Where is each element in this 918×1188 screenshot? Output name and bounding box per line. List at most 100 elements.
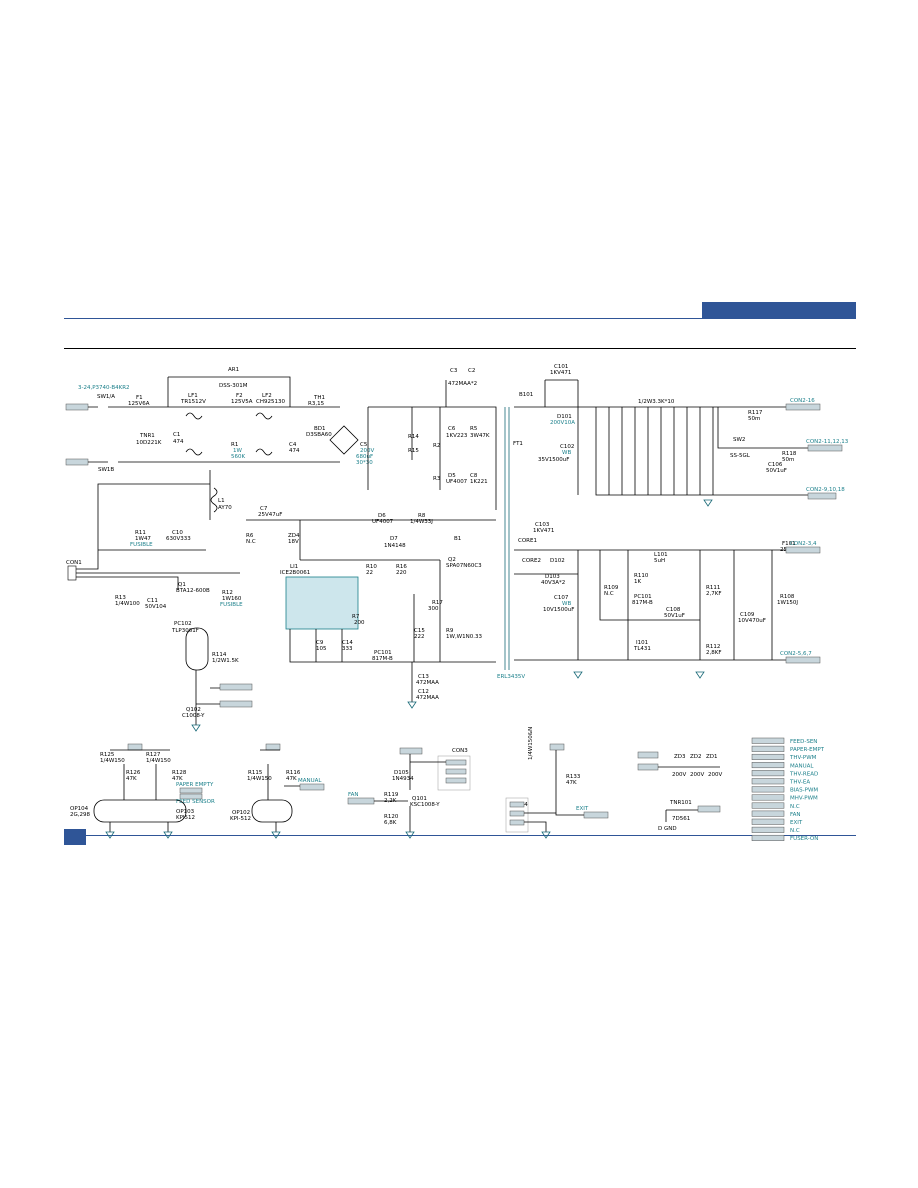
svg-text:R3,15: R3,15 — [308, 401, 325, 407]
pc102-optocoupler — [185, 627, 209, 671]
legend-tag — [751, 818, 785, 825]
svg-text:1KV471: 1KV471 — [550, 370, 571, 376]
svg-text:7D561: 7D561 — [672, 816, 690, 822]
legend-tag — [751, 770, 785, 777]
svg-text:SW2: SW2 — [733, 437, 745, 443]
svg-text:472MAA: 472MAA — [416, 680, 439, 686]
svg-text:LF2: LF2 — [262, 393, 272, 399]
svg-text:FEED SENSOR: FEED SENSOR — [176, 799, 215, 805]
svg-text:C102: C102 — [560, 444, 574, 450]
legend-tag — [751, 802, 785, 809]
header-tab — [702, 302, 856, 318]
svg-text:474: 474 — [289, 448, 300, 454]
svg-text:C12: C12 — [418, 689, 429, 695]
svg-text:CON2-5,6,7: CON2-5,6,7 — [780, 651, 812, 657]
svg-text:C108: C108 — [666, 607, 681, 613]
svg-text:R10: R10 — [366, 564, 377, 570]
svg-text:TL431: TL431 — [633, 646, 651, 652]
svg-text:R128: R128 — [172, 770, 187, 776]
svg-text:D3SBA60: D3SBA60 — [306, 432, 332, 438]
svg-text:D5: D5 — [448, 473, 456, 479]
tag-fuser-on — [219, 700, 253, 708]
svg-text:C11: C11 — [147, 598, 158, 604]
svg-text:R15: R15 — [408, 448, 419, 454]
svg-text:R7: R7 — [352, 614, 360, 620]
svg-text:105: 105 — [316, 646, 327, 652]
svg-text:R11: R11 — [135, 530, 146, 536]
svg-text:10V1500uF: 10V1500uF — [543, 607, 574, 613]
legend-tag — [751, 794, 785, 801]
tag-gnd2 — [785, 656, 821, 664]
svg-text:125V6A: 125V6A — [128, 401, 150, 407]
header-rule — [64, 318, 856, 319]
svg-text:Q101: Q101 — [412, 796, 427, 802]
svg-text:CON2-3,4: CON2-3,4 — [790, 541, 817, 547]
svg-text:1/4W150: 1/4W150 — [100, 758, 125, 764]
legend-tag — [751, 753, 785, 760]
svg-text:CORE1: CORE1 — [518, 538, 537, 544]
svg-text:CON3: CON3 — [452, 748, 468, 754]
svg-text:D6: D6 — [378, 513, 386, 519]
svg-text:LF1: LF1 — [188, 393, 198, 399]
legend-tag — [751, 762, 785, 769]
inlet-l-tag — [65, 403, 89, 411]
svg-text:MANUAL: MANUAL — [298, 778, 322, 784]
svg-text:R126: R126 — [126, 770, 141, 776]
svg-text:AR1: AR1 — [228, 367, 239, 373]
svg-text:R109: R109 — [604, 585, 619, 591]
svg-text:R110: R110 — [634, 573, 649, 579]
svg-text:R5: R5 — [470, 426, 478, 432]
legend-tag — [751, 737, 785, 744]
svg-text:OP103: OP103 — [176, 809, 195, 815]
svg-text:TNR101: TNR101 — [669, 800, 692, 806]
control-section: L1 AY70 R11 1W47 FUSIBLE C10 630V333 CON… — [66, 470, 253, 732]
svg-text:KPI512: KPI512 — [176, 815, 195, 821]
svg-text:TH1: TH1 — [313, 395, 325, 401]
svg-text:PC101: PC101 — [634, 594, 652, 600]
svg-text:C106: C106 — [768, 462, 783, 468]
svg-text:1K221: 1K221 — [470, 479, 488, 485]
legend-label: MANUAL — [790, 763, 814, 769]
svg-text:5uH: 5uH — [654, 558, 665, 564]
secondary-5v: C103 1KV471 CORE1 CORE2 D102 D103 40V3A*… — [514, 522, 821, 679]
svg-text:SW1/A: SW1/A — [97, 394, 115, 400]
svg-text:TNR1: TNR1 — [139, 433, 155, 439]
svg-text:R3: R3 — [433, 476, 441, 482]
svg-text:R6: R6 — [246, 533, 254, 539]
legend-label: N.C — [790, 804, 800, 810]
svg-text:ZD1: ZD1 — [706, 754, 718, 760]
svg-text:1W150J: 1W150J — [777, 600, 798, 606]
svg-text:N.C: N.C — [246, 539, 256, 545]
ic-section: C7 25V47uF R6 N.C ZD4 18V D6 UF4007 R8 1… — [246, 506, 496, 709]
svg-text:R111: R111 — [706, 585, 720, 591]
svg-text:C103: C103 — [535, 522, 550, 528]
svg-text:10D221K: 10D221K — [136, 440, 162, 446]
svg-text:R133: R133 — [566, 774, 581, 780]
svg-text:ERL3435V: ERL3435V — [497, 674, 525, 680]
legend-label: MHV-PWM — [790, 796, 818, 802]
svg-text:333: 333 — [342, 646, 353, 652]
svg-text:C4: C4 — [289, 442, 297, 448]
svg-text:TLP3061F: TLP3061F — [171, 628, 199, 634]
tag-n5v — [219, 683, 253, 691]
svg-text:47K: 47K — [126, 776, 137, 782]
svg-text:C101: C101 — [554, 364, 568, 370]
svg-text:R17: R17 — [432, 600, 443, 606]
svg-text:200V10A: 200V10A — [550, 420, 575, 426]
svg-text:1/4W150: 1/4W150 — [247, 776, 272, 782]
legend-tag — [751, 786, 785, 793]
svg-text:OP104: OP104 — [70, 806, 89, 812]
svg-text:ICE2B0061: ICE2B0061 — [280, 570, 310, 576]
svg-text:WB: WB — [562, 601, 571, 607]
svg-text:220: 220 — [396, 570, 407, 576]
secondary-24v: C101 1KV471 B101 D101 200V10A C102 WB 35… — [514, 364, 849, 507]
svg-text:10V470uF: 10V470uF — [738, 618, 766, 624]
svg-text:KPI-512: KPI-512 — [230, 816, 251, 822]
svg-text:Q2: Q2 — [448, 557, 456, 563]
svg-text:1W160: 1W160 — [222, 596, 242, 602]
svg-text:ZD2: ZD2 — [690, 754, 702, 760]
svg-text:CON2-16: CON2-16 — [790, 398, 815, 404]
svg-text:R1: R1 — [231, 442, 238, 448]
svg-text:1W,W1N0.33: 1W,W1N0.33 — [446, 634, 482, 640]
